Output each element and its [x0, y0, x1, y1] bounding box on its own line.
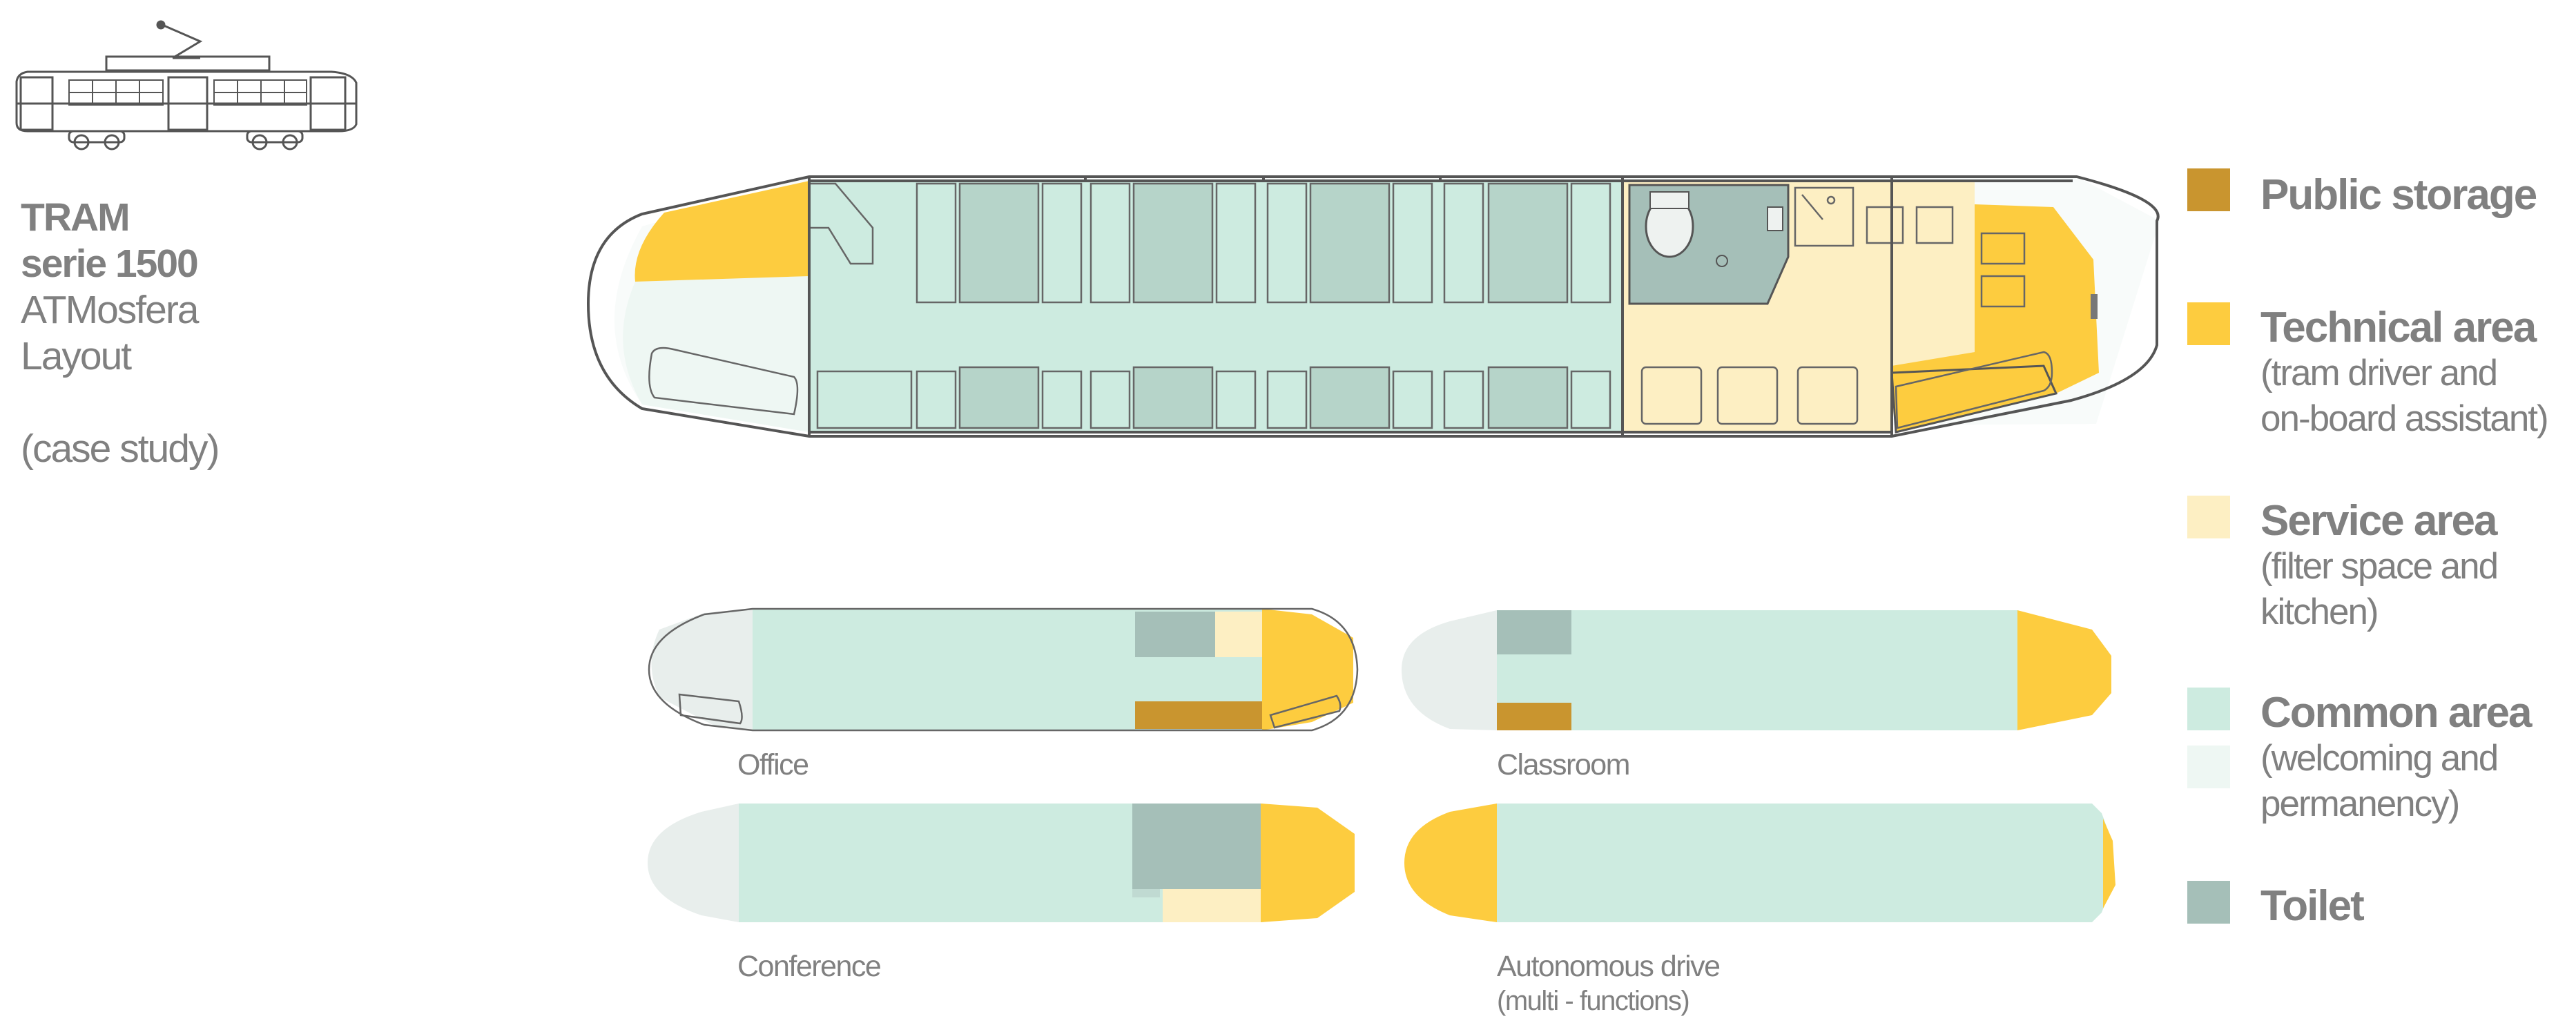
legend-title-common: Common area [2260, 689, 2532, 737]
legend-swatch-toilet [2187, 881, 2230, 924]
title-line-layout: Layout [21, 334, 132, 378]
legend-sub-common-1: (welcoming and [2260, 738, 2499, 779]
legend-swatch-welcoming [2187, 746, 2230, 788]
title-block: TRAM serie 1500 ATMosfera Layout (case s… [21, 195, 220, 472]
legend-swatch-technical [2187, 302, 2230, 345]
title-line-series: serie 1500 [21, 242, 199, 286]
legend-title-toilet: Toilet [2260, 882, 2365, 930]
conference-caption: Conference [737, 950, 882, 983]
legend-swatch-service [2187, 496, 2230, 538]
title-line-case-study: (case study) [21, 427, 220, 471]
tram-side-view-icon [15, 20, 358, 150]
office-layout-plan [648, 607, 1359, 732]
legend-sub-service-2: kitchen) [2260, 592, 2379, 632]
legend-swatch-public-storage [2187, 168, 2230, 211]
main-floor-plan [586, 175, 2160, 438]
legend-title-service: Service area [2260, 497, 2497, 545]
office-caption: Office [737, 748, 809, 781]
legend-title-technical: Technical area [2260, 304, 2537, 351]
autonomous-caption-sub: (multi - functions) [1497, 986, 1690, 1016]
legend-sub-technical-1: (tram driver and [2260, 353, 2498, 393]
legend-title-public-storage: Public storage [2260, 171, 2537, 219]
legend-swatch-common [2187, 688, 2230, 730]
title-line-tram: TRAM [21, 195, 130, 240]
autonomous-layout-plan [1404, 804, 2115, 922]
legend-sub-common-2: permanency) [2260, 783, 2460, 824]
conference-layout-plan [648, 804, 1355, 922]
classroom-layout-plan [1402, 610, 2111, 730]
classroom-caption: Classroom [1497, 748, 1631, 781]
title-line-atmosfera: ATMosfera [21, 288, 200, 332]
autonomous-caption: Autonomous drive [1497, 950, 1721, 983]
legend-sub-service-1: (filter space and [2260, 546, 2499, 587]
legend-sub-technical-2: on-board assistant) [2260, 398, 2549, 439]
